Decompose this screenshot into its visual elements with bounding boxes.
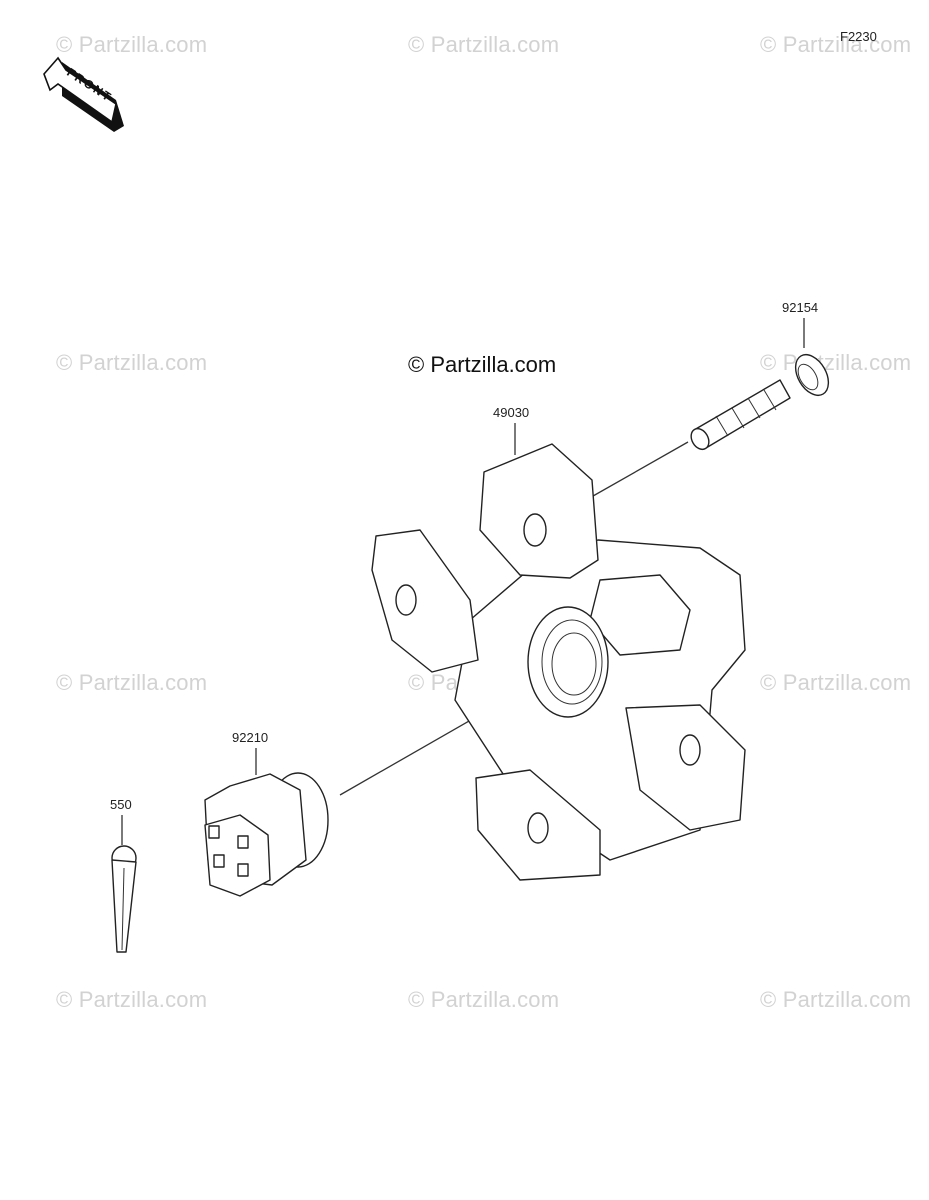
watermark-r4-c2: © Partzilla.com bbox=[408, 987, 560, 1012]
watermark-r1-c2: © Partzilla.com bbox=[408, 32, 560, 57]
hub-49030 bbox=[371, 443, 746, 881]
center-watermark: © Partzilla.com bbox=[408, 352, 557, 377]
watermark-r2-c1: © Partzilla.com bbox=[56, 350, 208, 375]
bolt-92154 bbox=[690, 354, 830, 451]
figure-id: F2230 bbox=[840, 29, 877, 44]
watermark-r1-c3: © Partzilla.com bbox=[760, 32, 912, 57]
front-arrow-icon: FRONT bbox=[43, 56, 124, 132]
watermark-r1-c1: © Partzilla.com bbox=[56, 32, 208, 57]
watermark-r4-c1: © Partzilla.com bbox=[56, 987, 208, 1012]
part-label-550: 550 bbox=[110, 797, 132, 812]
watermark-r3-c1: © Partzilla.com bbox=[56, 670, 208, 695]
nut-92210 bbox=[204, 772, 329, 897]
watermark-r3-c3: © Partzilla.com bbox=[760, 670, 912, 695]
bolt-axis-line bbox=[585, 441, 689, 501]
watermark-r2-c3: © Partzilla.com bbox=[760, 350, 912, 375]
watermark-r4-c3: © Partzilla.com bbox=[760, 987, 912, 1012]
part-label-92154: 92154 bbox=[782, 300, 819, 315]
part-label-92210: 92210 bbox=[232, 730, 269, 745]
part-label-49030: 49030 bbox=[493, 405, 530, 420]
cotter-pin-550 bbox=[111, 845, 137, 953]
